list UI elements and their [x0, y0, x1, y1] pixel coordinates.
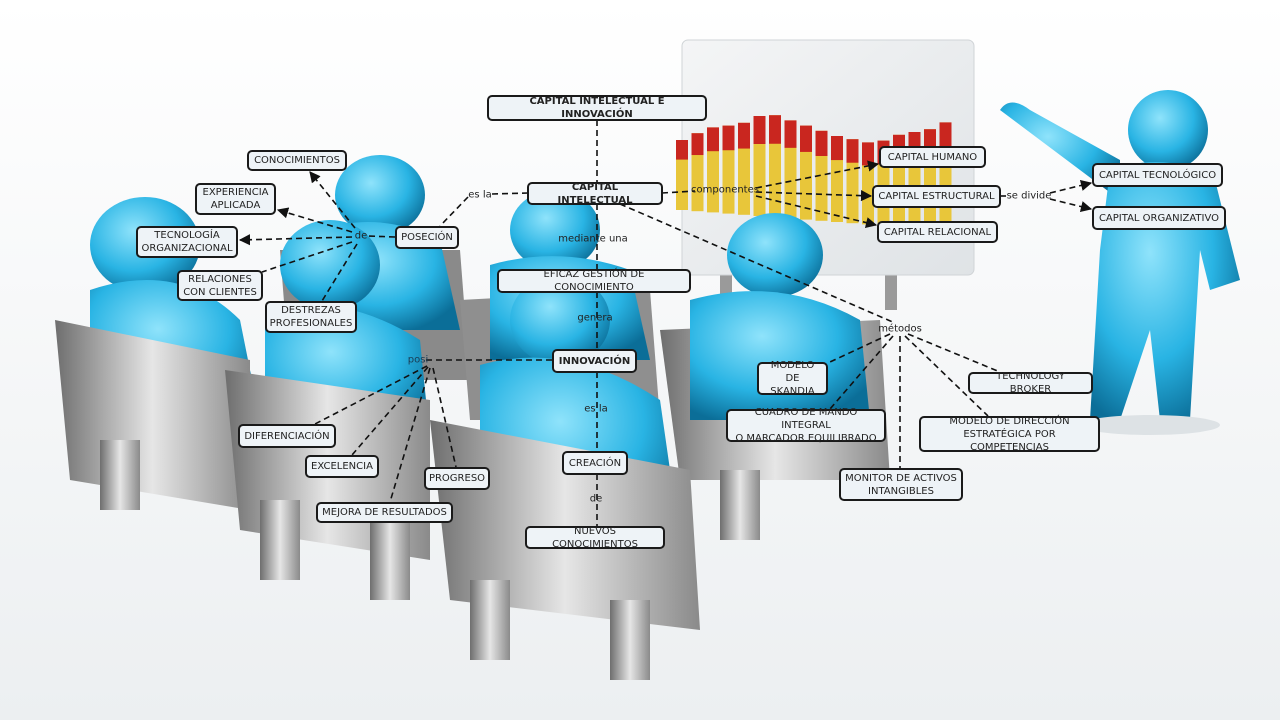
node-mejora-resultados[interactable]: MEJORA DE RESULTADOS	[316, 502, 453, 523]
board-bar-top	[831, 136, 843, 161]
link-label-posi: posi	[407, 354, 429, 366]
node-cuadro-mando[interactable]: CUADRO DE MANDO INTEGRAL O MARCADOR EQUI…	[726, 407, 886, 444]
node-excelencia[interactable]: EXCELENCIA	[305, 455, 379, 478]
node-capital-organizativo[interactable]: CAPITAL ORGANIZATIVO	[1092, 206, 1226, 230]
link-label-es-la: es la	[468, 189, 492, 201]
board-bar-top	[769, 115, 781, 144]
board-bar-top	[676, 140, 688, 160]
node-technology-broker[interactable]: TECHNOLOGY BROKER	[968, 371, 1093, 395]
link-label-mediante-una: mediante una	[558, 233, 628, 245]
board-bar-top	[862, 142, 874, 166]
board-bar-top	[784, 120, 797, 148]
link-label-metodos: métodos	[878, 323, 922, 335]
board-bar-top	[846, 139, 859, 163]
board-bar-top	[738, 122, 750, 149]
node-experiencia-aplicada[interactable]: EXPERIENCIA APLICADA	[195, 183, 276, 215]
link-label-se-divide: se divide	[1006, 190, 1052, 202]
link-label-genera: genera	[577, 312, 613, 324]
node-destrezas-profesionales[interactable]: DESTREZAS PROFESIONALES	[265, 301, 357, 333]
node-capital-relacional[interactable]: CAPITAL RELACIONAL	[877, 221, 998, 243]
node-relaciones-clientes[interactable]: RELACIONES CON CLIENTES	[177, 270, 263, 301]
board-bar-top	[800, 125, 812, 152]
node-posecion[interactable]: POSECIÓN	[395, 226, 459, 249]
node-eficaz-gestion[interactable]: EFICAZ GESTIÓN DE CONOCIMIENTO	[497, 269, 691, 293]
board-bar-top	[722, 125, 735, 151]
node-diferenciacion[interactable]: DIFERENCIACIÓN	[238, 424, 336, 448]
node-monitor-activos[interactable]: MONITOR DE ACTIVOS INTANGIBLES	[839, 468, 963, 501]
link-label-de-2: de	[589, 493, 603, 505]
node-modelo-skandia[interactable]: MODELO DE SKANDIA	[757, 360, 828, 397]
board-bar-top	[691, 133, 704, 156]
link-label-componentes: componentes	[691, 184, 759, 196]
link-label-es-la-2: es la	[584, 403, 608, 415]
node-progreso[interactable]: PROGRESO	[424, 467, 490, 490]
node-capital-intelectual[interactable]: CAPITAL INTELECTUAL	[527, 182, 663, 206]
node-nuevos-conocimientos[interactable]: NUEVOS CONOCIMIENTOS	[525, 526, 665, 550]
node-modelo-direccion[interactable]: MODELO DE DIRECCIÓN ESTRATÉGICA POR COMP…	[919, 416, 1100, 453]
board-bar-top	[939, 122, 952, 153]
node-tecnologia-organizacional[interactable]: TECNOLOGÍA ORGANIZACIONAL	[136, 226, 238, 258]
node-conocimientos[interactable]: CONOCIMIENTOS	[247, 150, 347, 171]
node-capital-estructural[interactable]: CAPITAL ESTRUCTURAL	[872, 185, 1001, 208]
link-label-de: de	[354, 230, 368, 242]
board-bar-top	[707, 127, 719, 152]
title-node[interactable]: CAPITAL INTELECTUAL E INNOVACIÓN	[487, 95, 707, 121]
node-creacion[interactable]: CREACIÓN	[562, 451, 628, 475]
node-capital-tecnologico[interactable]: CAPITAL TECNOLÓGICO	[1092, 163, 1223, 187]
board-bar-top	[815, 130, 828, 156]
node-innovacion[interactable]: INNOVACIÓN	[552, 349, 637, 373]
board-bar-top	[753, 116, 766, 144]
node-capital-humano[interactable]: CAPITAL HUMANO	[879, 146, 986, 168]
